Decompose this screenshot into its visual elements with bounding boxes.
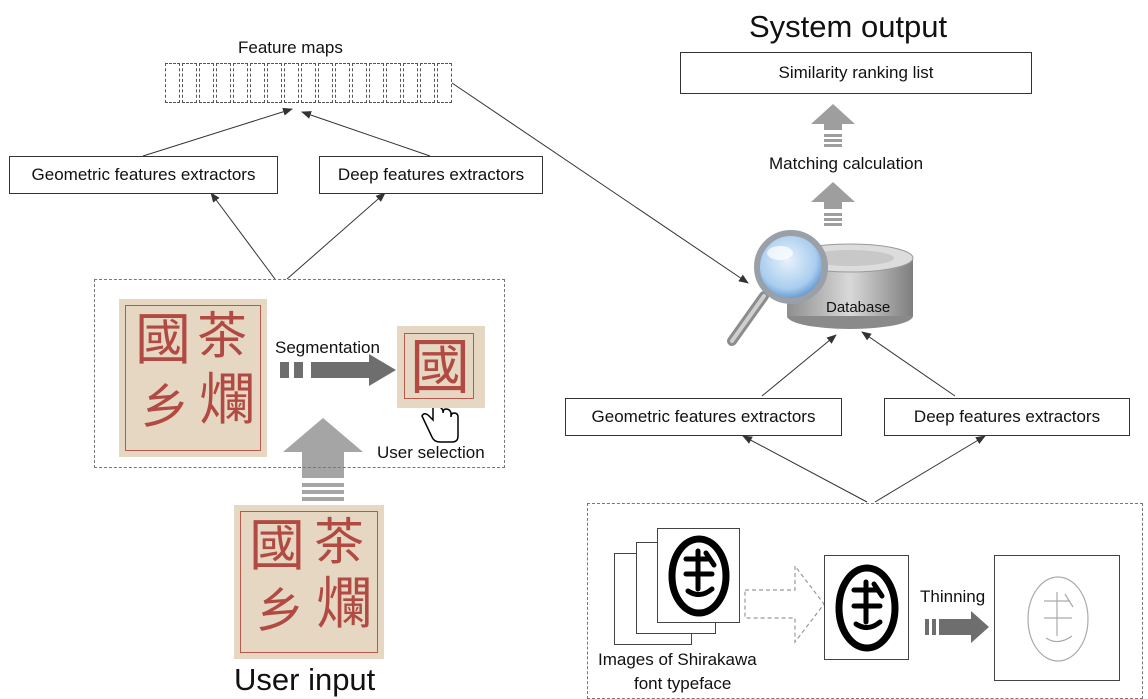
user-input-title: User input [234,662,376,697]
arrow-featuremaps-to-database [451,82,749,284]
seal-glyph-top-left: 國 [135,308,191,373]
arrow-geo-to-featuremaps [142,107,293,157]
system-output-title: System output [749,9,948,44]
user-input-seal-image: 國 茶 乡 爛 [234,505,384,659]
thinned-glyph-icon [1027,576,1089,662]
arrow-fonts-to-deep [874,435,986,503]
selected-seal-glyph: 國 [410,333,470,403]
input-seal-glyph-top-left: 國 [249,514,305,579]
segmentation-label: Segmentation [275,338,380,357]
similarity-ranking-box: Similarity ranking list [680,52,1032,94]
input-seal-glyph-mid-right: 爛 [316,572,372,637]
shirakawa-glyph-icon [668,535,730,617]
similarity-ranking-label: Similarity ranking list [778,63,934,82]
thinning-label: Thinning [920,587,986,606]
up-arrow-ranking [811,104,855,147]
shirakawa-glyph-single-icon [835,564,899,652]
input-seal-glyph-bottom-left: 乡 [256,583,305,639]
up-arrow-user-input [283,418,363,501]
right-deep-extractor-label: Deep features extractors [913,407,1101,426]
font-single-image [824,555,909,660]
right-deep-extractor-box: Deep features extractors [884,398,1130,436]
arrow-deep-to-featuremaps [301,111,431,157]
arrow-deep-right-to-database [861,331,956,397]
up-arrow-matching [811,182,855,226]
magnifier-icon [727,230,828,346]
arrow-geo-right-to-database [761,334,837,397]
user-selection-label: User selection [377,443,485,462]
images-caption-line1: Images of Shirakawa [598,650,757,669]
left-deep-extractor-box: Deep features extractors [319,156,543,194]
database-label: Database [826,299,891,316]
arrow-input-to-deep [286,192,386,280]
user-processing-box [94,279,505,468]
thinned-glyph-image [994,555,1120,681]
feature-maps-label: Feature maps [238,38,343,57]
seal-glyph-top-right: 茶 [197,307,247,365]
right-geometric-extractor-label: Geometric features extractors [591,407,816,426]
segmentation-arrow [280,354,396,386]
left-geometric-extractor-label: Geometric features extractors [31,165,256,184]
arrow-fonts-to-geo [742,435,868,503]
images-caption-line2: font typeface [634,674,732,693]
input-seal-glyph-top-right: 茶 [314,513,364,571]
seal-image-segment: 國 茶 乡 爛 [119,299,267,457]
matching-calculation-label: Matching calculation [769,154,924,173]
seal-glyph-mid-right: 爛 [199,368,255,433]
arrow-input-to-geo [210,192,276,280]
thinning-arrow [925,611,989,643]
left-geometric-extractor-box: Geometric features extractors [9,156,278,194]
seal-glyph-bottom-left: 乡 [141,379,190,435]
left-deep-extractor-label: Deep features extractors [337,165,525,184]
selected-glyph-image: 國 [397,326,485,408]
right-geometric-extractor-box: Geometric features extractors [565,398,842,436]
